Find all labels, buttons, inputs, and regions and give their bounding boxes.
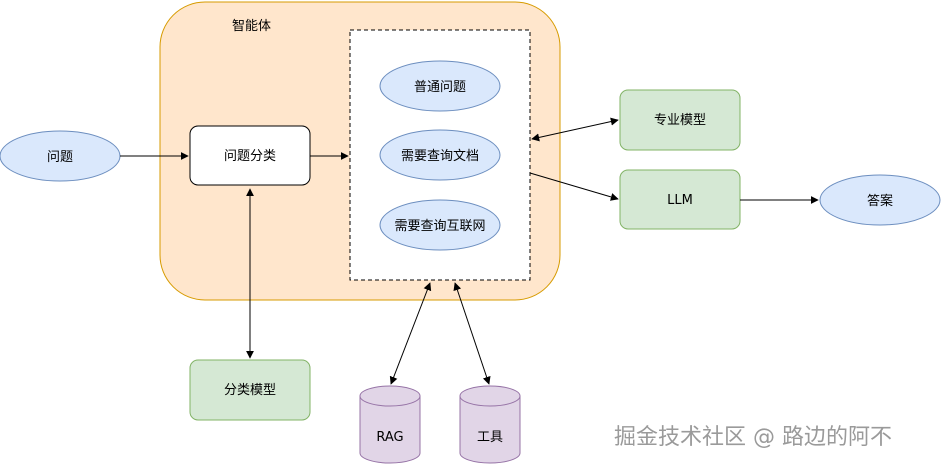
- tools-label: 工具: [477, 430, 503, 445]
- normal-question-node: [379, 60, 501, 112]
- cls-model-node: [189, 359, 311, 421]
- query-docs-label: 需要查询文档: [401, 149, 479, 164]
- edge-box-to-llm: [529, 172, 619, 201]
- normal-question-label: 普通问题: [414, 80, 466, 95]
- rag-db-node: [359, 385, 421, 464]
- edge-box-rag: [389, 282, 432, 385]
- answer-label: 答案: [867, 193, 893, 209]
- classify-label: 问题分类: [224, 149, 276, 164]
- rag-label: RAG: [376, 430, 403, 445]
- query-web-label: 需要查询互联网: [394, 219, 485, 234]
- watermark: 掘金技术社区 @ 路边的阿不: [614, 425, 892, 450]
- query-web-node: [379, 199, 501, 251]
- query-docs-node: [379, 129, 501, 181]
- edge-box-pro-model: [531, 117, 619, 142]
- edge-box-tools: [453, 282, 491, 385]
- llm-label: LLM: [667, 193, 693, 208]
- pro-model-node: [619, 89, 741, 151]
- cls-model-label: 分类模型: [224, 383, 276, 398]
- tools-db-node: [459, 385, 521, 464]
- pro-model-label: 专业模型: [654, 113, 706, 128]
- agent-label: 智能体: [232, 19, 271, 34]
- answer-node: [819, 174, 941, 226]
- question-label: 问题: [47, 150, 73, 165]
